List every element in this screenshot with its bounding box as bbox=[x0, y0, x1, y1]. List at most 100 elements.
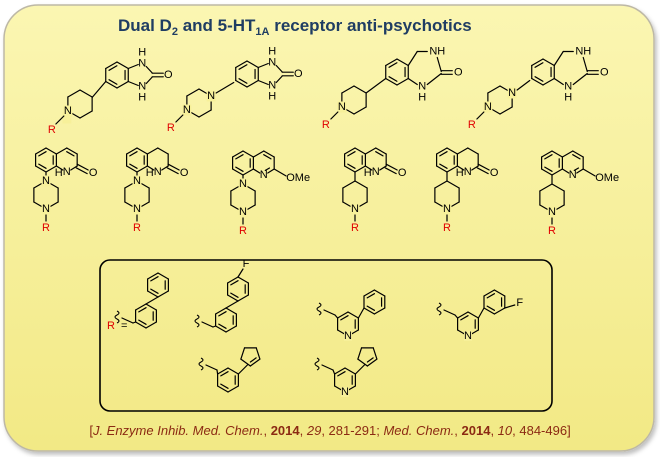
bond bbox=[456, 147, 469, 155]
double-bond bbox=[439, 151, 448, 157]
bond bbox=[365, 77, 387, 94]
double-bond bbox=[230, 292, 239, 298]
atom-label: O bbox=[454, 67, 463, 79]
r-group-phenylpyridinylmethyl: N bbox=[316, 289, 386, 342]
atom-label: N bbox=[183, 104, 191, 116]
atom-label: N bbox=[64, 105, 72, 117]
bond bbox=[446, 147, 458, 155]
atom-mask bbox=[182, 104, 192, 116]
bond bbox=[116, 61, 129, 70]
bond bbox=[136, 165, 148, 173]
double-bond bbox=[249, 357, 257, 363]
bond bbox=[255, 347, 261, 360]
bond bbox=[145, 76, 153, 85]
atom-mask bbox=[206, 90, 216, 102]
bond bbox=[237, 268, 244, 278]
atom-mask bbox=[507, 87, 517, 99]
double-bond bbox=[129, 163, 138, 169]
double-bond bbox=[76, 163, 89, 171]
r-group-fluorophenylpyridinylmethyl: NF bbox=[436, 289, 523, 342]
bond bbox=[145, 65, 153, 74]
bond bbox=[127, 80, 139, 87]
bond bbox=[407, 77, 418, 86]
double-bond bbox=[544, 166, 553, 172]
double-bond bbox=[238, 78, 248, 84]
atom-label: N bbox=[154, 166, 162, 178]
bond bbox=[263, 150, 275, 158]
bond bbox=[357, 307, 365, 319]
double-bond bbox=[129, 151, 138, 157]
attachment-point bbox=[314, 357, 320, 371]
bond bbox=[45, 165, 57, 173]
bond bbox=[225, 300, 239, 309]
bond bbox=[147, 290, 159, 298]
atom-label: N bbox=[133, 175, 141, 187]
atom-label: N bbox=[508, 87, 516, 99]
bond bbox=[237, 276, 249, 284]
bond bbox=[66, 147, 78, 155]
bond bbox=[246, 79, 259, 88]
atom-label: N bbox=[443, 203, 451, 215]
double-bond bbox=[150, 276, 159, 282]
bond bbox=[499, 106, 513, 115]
bond bbox=[45, 147, 57, 155]
bond bbox=[175, 114, 184, 123]
bond bbox=[354, 165, 366, 173]
bond bbox=[446, 180, 460, 189]
bond bbox=[385, 58, 398, 67]
citation-sep-3: , bbox=[454, 423, 462, 438]
atom-label: H bbox=[268, 91, 276, 103]
panel-background bbox=[3, 4, 655, 452]
citation-sep-1: , bbox=[263, 423, 271, 438]
double-bond bbox=[138, 307, 147, 313]
atom-mask bbox=[337, 101, 347, 113]
bond bbox=[353, 85, 367, 94]
atom-mask bbox=[132, 203, 142, 215]
r-substituent: R bbox=[351, 222, 359, 234]
bond bbox=[443, 309, 456, 316]
atom-label: N bbox=[63, 166, 71, 178]
bond bbox=[105, 61, 118, 70]
bond bbox=[342, 180, 356, 189]
title-suffix: receptor anti-psychotics bbox=[269, 16, 472, 35]
bond bbox=[541, 168, 553, 176]
bond bbox=[354, 180, 368, 189]
double-bond bbox=[138, 319, 147, 325]
bond bbox=[354, 147, 366, 155]
bond bbox=[561, 168, 570, 174]
double-bond bbox=[439, 163, 448, 169]
bond bbox=[235, 60, 248, 69]
atom-label: H bbox=[268, 46, 276, 58]
r-substituent: R bbox=[468, 119, 476, 131]
atom-mask bbox=[442, 203, 452, 215]
atom-label: N bbox=[42, 203, 50, 215]
atom-label: H bbox=[146, 167, 154, 179]
atom-label: N bbox=[138, 58, 146, 70]
citation-volume-2: 10 bbox=[497, 423, 513, 438]
citation-year-1: 2014 bbox=[270, 423, 300, 438]
double-bond bbox=[347, 163, 356, 169]
bond bbox=[454, 314, 459, 319]
bond bbox=[539, 183, 553, 192]
double-bond bbox=[264, 167, 271, 172]
double-bond bbox=[384, 167, 397, 175]
bond bbox=[55, 115, 65, 125]
r-substituent: R bbox=[133, 222, 141, 234]
atom-mask bbox=[41, 203, 51, 215]
bond bbox=[135, 303, 147, 311]
title-subscript-ht: 1A bbox=[255, 26, 270, 38]
bond bbox=[215, 307, 227, 315]
bond bbox=[483, 289, 495, 297]
bond bbox=[337, 311, 349, 319]
atom-label: N bbox=[344, 330, 352, 342]
double-bond bbox=[477, 163, 490, 171]
r-substituent: R bbox=[42, 222, 50, 234]
bond bbox=[257, 79, 269, 86]
bond bbox=[227, 367, 239, 375]
bond bbox=[531, 77, 544, 86]
